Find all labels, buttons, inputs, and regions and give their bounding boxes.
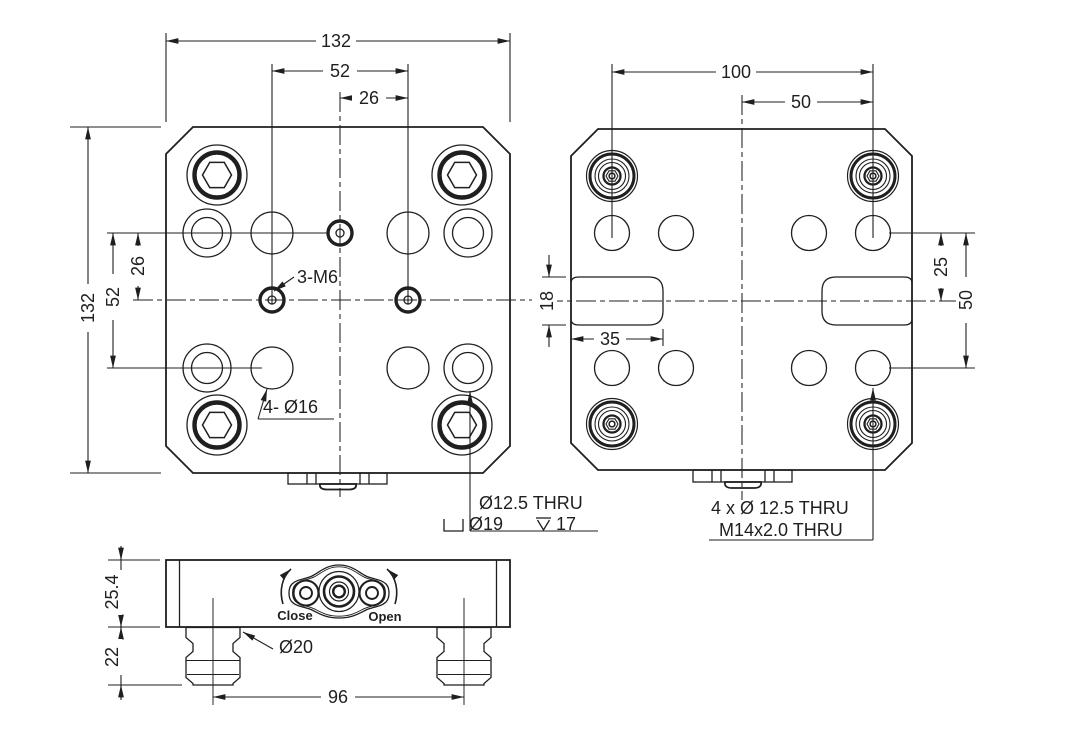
thru-hole-icon [790, 349, 828, 387]
side-dimensions: 25.4 22 96 Ø20 [101, 546, 465, 707]
knob-center-icon [318, 570, 360, 613]
knob-right-port-icon [358, 579, 386, 607]
dim-height-mid: 52 [103, 287, 123, 307]
knob-left-port-icon [292, 579, 320, 607]
front-callouts: 3-M6 4- Ø16 Ø12.5 THRU Ø19 17 [257, 267, 598, 534]
left-slot [570, 276, 664, 326]
drill-note: Ø12.5 THRU [479, 493, 583, 513]
stud-dia-callout: Ø20 [279, 637, 313, 657]
dim-width-total: 132 [321, 31, 351, 51]
side-body-outline [165, 559, 511, 628]
cbore-depth-note: 17 [556, 514, 576, 534]
front-plate-outline [165, 126, 511, 474]
socket-head-screw-icon [432, 395, 492, 455]
back-plate-outline [570, 128, 913, 471]
thru-hole-icon [386, 346, 430, 390]
dim-pin-spacing: 100 [721, 62, 751, 82]
cbore-dia-note: Ø19 [469, 514, 503, 534]
front-centerlines [133, 92, 532, 497]
back-bottom-knob [692, 469, 793, 489]
dim-slot-height: 18 [537, 291, 557, 311]
thru-hole-icon [593, 349, 631, 387]
drill-note: 4 x Ø 12.5 THRU [711, 498, 849, 518]
leader-line [273, 276, 295, 292]
back-callouts: 4 x Ø 12.5 THRU M14x2.0 THRU [709, 387, 876, 541]
dim-hole-row-mid: 50 [956, 290, 976, 310]
thru-hole-icon [790, 214, 828, 252]
leader-line [257, 388, 268, 420]
front-view: 132 52 26 132 52 26 3-M6 4- Ø16 Ø12.5 TH… [70, 31, 598, 534]
counterbored-hole-icon [443, 208, 493, 258]
socket-head-screw-icon [187, 145, 247, 205]
thread-note: M14x2.0 THRU [719, 520, 843, 540]
back-view: 100 50 25 50 18 35 4 x Ø 12.5 THRU M14x2… [537, 62, 976, 541]
back-extension-lines [542, 64, 975, 369]
back-centerlines [543, 95, 970, 500]
rotate-cw-arrow-icon [386, 568, 399, 605]
knob-cam-outline [288, 564, 390, 619]
back-slots [570, 276, 913, 326]
thru-hole-icon [854, 349, 892, 387]
dim-width-mid: 52 [330, 61, 350, 81]
right-slot [821, 276, 913, 326]
dim-hole-row-inner: 25 [931, 257, 951, 277]
socket-head-screw-icon [432, 145, 492, 205]
side-view: Close Open 25.4 22 96 Ø20 [101, 546, 511, 707]
tapped-holes-callout: 3-M6 [297, 267, 338, 287]
dim-width-inner: 26 [359, 88, 379, 108]
depth-icon [536, 517, 551, 532]
dim-slot-length: 35 [600, 329, 620, 349]
dim-stud-height: 22 [102, 647, 122, 667]
socket-head-screw-icon [187, 395, 247, 455]
leader-line [242, 631, 274, 650]
thru-hole-icon [657, 214, 695, 252]
open-label: Open [368, 609, 401, 624]
front-bottom-knob [287, 472, 388, 491]
dim-height-total: 132 [78, 293, 98, 323]
counterbore-icon [443, 519, 464, 532]
knob-assembly: Close Open [277, 564, 402, 624]
dim-pin-half: 50 [791, 92, 811, 112]
dim-body-height: 25.4 [102, 574, 122, 609]
counterbored-hole-icon [443, 343, 493, 393]
rotate-ccw-arrow-icon [279, 568, 292, 605]
ball-lock-pin-icon [585, 397, 639, 451]
close-label: Close [277, 608, 312, 623]
dim-stud-spacing: 96 [328, 687, 348, 707]
back-dimensions: 100 50 25 50 18 35 [537, 62, 976, 369]
thru-holes-callout: 4- Ø16 [263, 397, 318, 417]
front-dimensions: 132 52 26 132 52 26 [78, 31, 511, 474]
thru-hole-icon [657, 349, 695, 387]
dim-height-inner: 26 [128, 256, 148, 276]
